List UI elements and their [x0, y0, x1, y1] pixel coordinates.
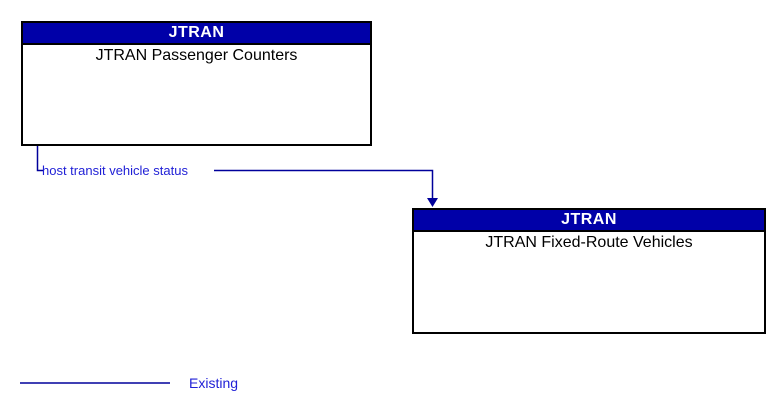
entity-box-fixed-route-vehicles: JTRAN JTRAN Fixed-Route Vehicles: [412, 208, 766, 334]
legend-label: Existing: [189, 375, 239, 391]
flow-label: host transit vehicle status: [42, 163, 188, 178]
entity-name: JTRAN Passenger Counters: [95, 47, 298, 64]
entity-header: JTRAN: [23, 23, 370, 45]
entity-header: JTRAN: [414, 210, 764, 232]
entity-name: JTRAN Fixed-Route Vehicles: [485, 234, 693, 251]
flow-arrowhead-icon: [427, 198, 438, 207]
entity-box-passenger-counters: JTRAN JTRAN Passenger Counters: [21, 21, 372, 146]
flow-line-run: [214, 169, 434, 200]
